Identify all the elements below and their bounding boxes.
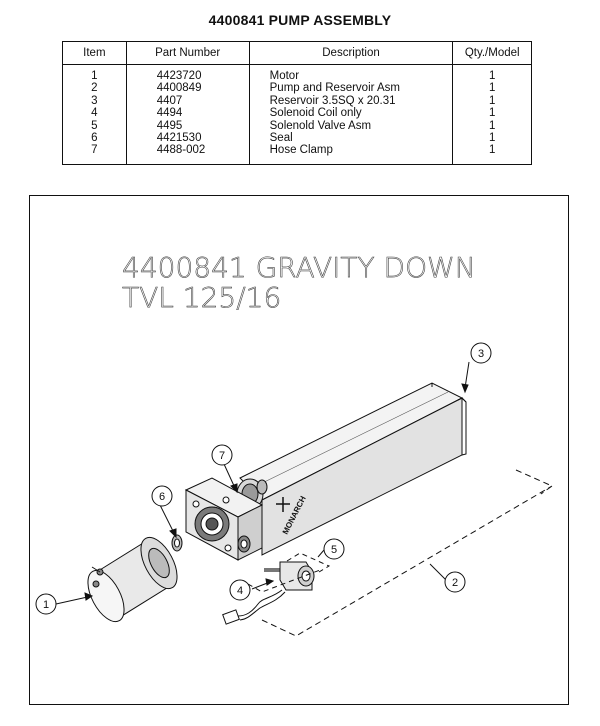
cell-part-number: 4495	[125, 119, 250, 133]
callout-1-label: 1	[43, 599, 49, 611]
cell-qty: 1	[452, 144, 532, 165]
table-header-row: Item Part Number Description Qty./Model	[62, 41, 532, 65]
cell-description: Pump and Reservoir Asm	[248, 82, 454, 95]
table-row: 1 4423720 Motor 1	[62, 64, 532, 83]
drawing-frame	[29, 195, 569, 705]
cell-part-number: 4407	[125, 94, 250, 108]
callout-6: 6	[151, 485, 173, 507]
cell-qty: 1	[452, 94, 532, 108]
motor-part	[87, 536, 178, 623]
parts-table: Item Part Number Description Qty./Model …	[62, 41, 532, 165]
cell-part-number: 4423720	[125, 64, 250, 83]
table-row: 2 4400849 Pump and Reservoir Asm 1	[62, 82, 532, 95]
cell-qty: 1	[452, 82, 532, 95]
cell-qty: 1	[452, 107, 532, 120]
callout-2-label: 2	[452, 577, 458, 589]
table-row: 3 4407 Reservoir 3.5SQ x 20.31 1	[62, 94, 532, 108]
cell-qty: 1	[452, 119, 532, 133]
callout-7-label: 7	[219, 450, 225, 462]
page-title: 4400841 PUMP ASSEMBLY	[208, 12, 392, 28]
cell-qty: 1	[452, 132, 532, 145]
callout-3: 3	[470, 342, 492, 364]
assembly-bracket-2	[261, 469, 553, 637]
callout-5: 5	[323, 538, 345, 560]
valve-bracket-5	[247, 552, 331, 593]
drawing-heading-line2: TVL 125/16	[122, 281, 281, 314]
pump-block-part	[184, 477, 264, 561]
callout-7: 7	[211, 444, 233, 466]
cell-description: Solenold Valve Asm	[248, 119, 454, 133]
cell-description: Solenoid Coil only	[248, 107, 454, 120]
callout-2: 2	[444, 571, 466, 593]
table-row: 5 4495 Solenold Valve Asm 1	[62, 119, 532, 133]
table-row: 6 4421530 Seal 1	[62, 132, 532, 145]
header-description: Description	[248, 41, 454, 65]
callout-1: 1	[35, 593, 57, 615]
cell-part-number: 4488-002	[125, 144, 250, 165]
solenoid-valve-part	[264, 561, 315, 591]
callout-5-label: 5	[331, 544, 337, 556]
leader-lines	[55, 361, 470, 605]
drawing-heading-line1: 4400841 GRAVITY DOWN	[122, 251, 476, 284]
header-part-number: Part Number	[125, 41, 250, 65]
cell-description: Hose Clamp	[248, 144, 454, 165]
callout-4: 4	[229, 579, 251, 601]
solenoid-coil-wire	[222, 589, 286, 625]
callout-4-label: 4	[237, 585, 243, 597]
seal-part	[171, 534, 183, 552]
cell-description: Motor	[248, 64, 454, 83]
callout-6-label: 6	[159, 491, 165, 503]
cell-part-number: 4421530	[125, 132, 250, 145]
cell-description: Reservoir 3.5SQ x 20.31	[248, 94, 454, 108]
header-qty: Qty./Model	[452, 41, 532, 65]
cell-part-number: 4400849	[125, 82, 250, 95]
header-item: Item	[62, 41, 127, 65]
cell-qty: 1	[452, 64, 532, 83]
cell-part-number: 4494	[125, 107, 250, 120]
cell-description: Seal	[248, 132, 454, 145]
reservoir-part: MONARCH	[239, 382, 467, 556]
table-row: 7 4488-002 Hose Clamp 1	[62, 144, 532, 165]
table-row: 4 4494 Solenoid Coil only 1	[62, 107, 532, 120]
callout-3-label: 3	[478, 348, 484, 360]
